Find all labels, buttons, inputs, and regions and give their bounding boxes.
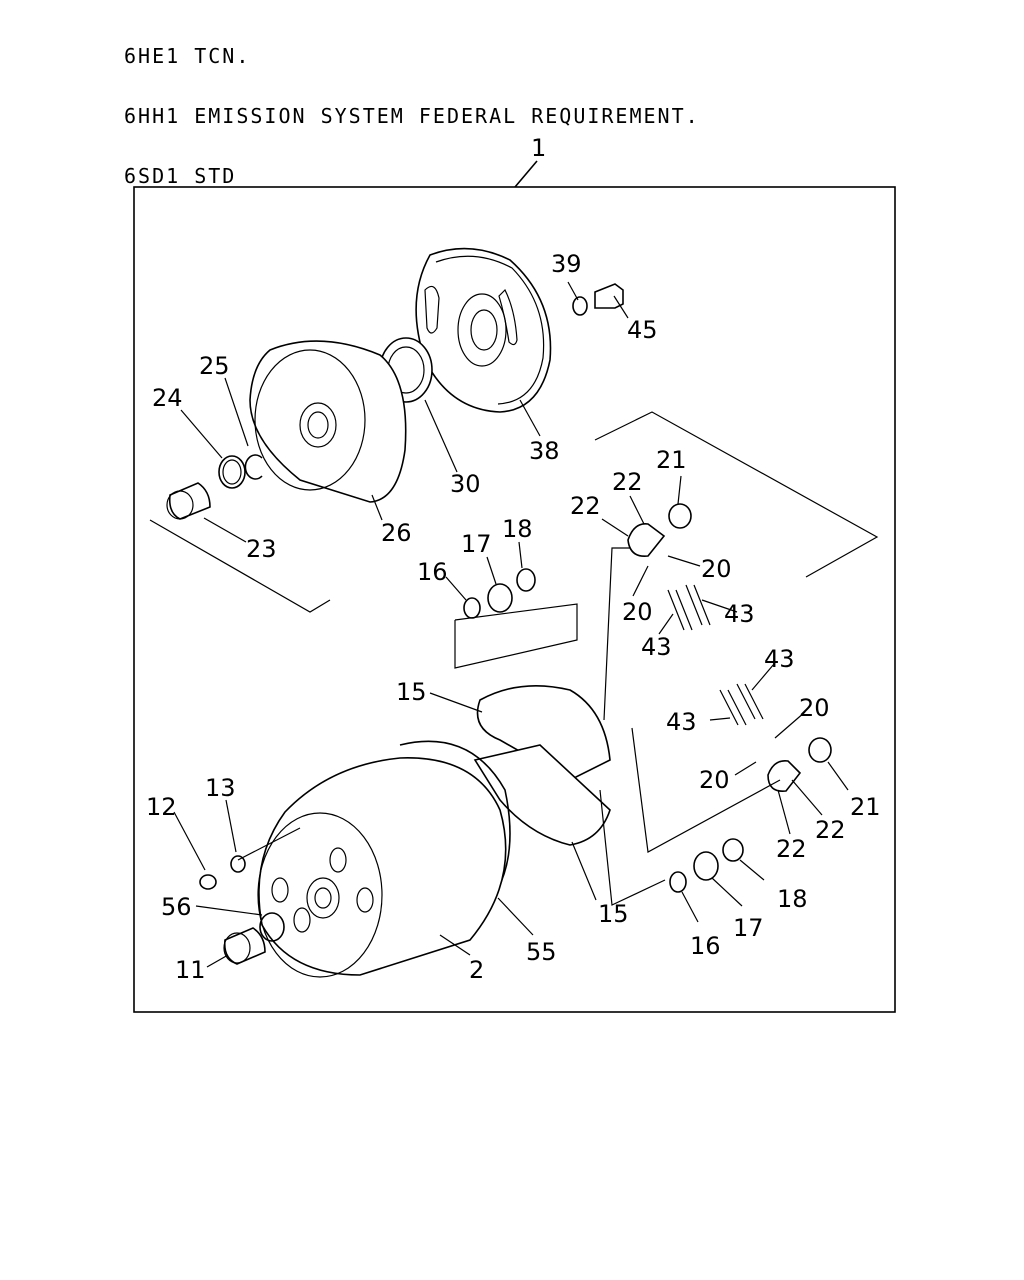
plug-23 (166, 482, 211, 520)
callout-55: 55 (526, 938, 557, 966)
ring-18-upper (516, 568, 536, 592)
callout-38: 38 (529, 437, 560, 465)
callout-15-upper: 15 (396, 678, 427, 706)
group-bracket-clip-lower (631, 727, 781, 853)
callout-20-upper-right: 20 (701, 555, 732, 583)
callout-24: 24 (152, 384, 183, 412)
callout-16-lower: 16 (690, 932, 721, 960)
callout-43-upper-right: 43 (724, 600, 755, 628)
weight-15-upper (476, 685, 611, 781)
callout-39: 39 (551, 250, 582, 278)
callout-20-lower-right: 20 (799, 694, 830, 722)
bolt-45 (594, 283, 624, 309)
group-bracket-16-18 (454, 603, 578, 669)
callout-20-lower-left: 20 (699, 766, 730, 794)
callout-17-lower: 17 (733, 914, 764, 942)
callout-leaders (173, 281, 849, 968)
callout-21-upper: 21 (656, 446, 687, 474)
o-ring-56 (259, 912, 285, 942)
callout-17-upper: 17 (461, 530, 492, 558)
callout-13: 13 (205, 774, 236, 802)
screw-12 (199, 874, 217, 890)
ring-18-lower (722, 838, 744, 862)
callout-22-lower-right: 22 (815, 816, 846, 844)
o-ring-24 (218, 455, 246, 489)
leader-1 (514, 160, 538, 188)
clip-22-lower (767, 759, 802, 792)
header-line-1: 6HE1 TCN. (124, 44, 251, 68)
callout-26: 26 (381, 519, 412, 547)
callout-23: 23 (246, 535, 277, 563)
springs-43-lower (719, 683, 764, 726)
callout-18-lower: 18 (777, 885, 808, 913)
plate-38 (415, 247, 552, 413)
ring-21-upper (668, 503, 692, 529)
group-bracket-upper (594, 411, 879, 578)
callout-1: 1 (531, 134, 546, 162)
sleeve-17-lower (693, 851, 719, 881)
diagram-header: 6HE1 TCN. 6HH1 EMISSION SYSTEM FEDERAL R… (124, 6, 700, 206)
ring-21-lower (808, 737, 832, 763)
callout-22-lower-left: 22 (776, 835, 807, 863)
callout-12: 12 (146, 793, 177, 821)
weight-15-lower (473, 744, 611, 846)
sleeve-17-upper (487, 583, 513, 613)
plug-11 (223, 927, 266, 965)
clip-22-upper (627, 523, 666, 557)
callout-15-lower: 15 (598, 900, 629, 928)
assembly-frame (133, 186, 896, 1013)
callout-2: 2 (469, 956, 484, 984)
springs-43-upper (667, 584, 711, 631)
callout-22-upper-left: 22 (570, 492, 601, 520)
callout-56: 56 (161, 893, 192, 921)
washer-39 (572, 296, 588, 316)
callout-20-upper-left: 20 (622, 598, 653, 626)
callout-16-upper: 16 (417, 558, 448, 586)
bushing-16-lower (669, 871, 687, 893)
callout-43-lower-left: 43 (666, 708, 697, 736)
callout-22-upper-right: 22 (612, 468, 643, 496)
group-bracket-16-18-lower (599, 789, 666, 906)
callout-11: 11 (175, 956, 206, 984)
callout-43-upper-left: 43 (641, 633, 672, 661)
header-line-3: 6SD1 STD (124, 164, 237, 188)
housing-26 (249, 340, 407, 503)
callout-30: 30 (450, 470, 481, 498)
group-bracket-23 (149, 519, 331, 613)
callout-18-upper: 18 (502, 515, 533, 543)
snap-ring-25 (244, 454, 263, 480)
callout-25: 25 (199, 352, 230, 380)
bushing-16-upper (463, 597, 481, 619)
body-2 (257, 757, 507, 978)
washer-13 (230, 855, 246, 873)
callout-45: 45 (627, 316, 658, 344)
guide-13 (237, 827, 301, 861)
group-bracket-clip-upper (603, 547, 630, 721)
o-ring-55 (399, 740, 511, 903)
header-line-2: 6HH1 EMISSION SYSTEM FEDERAL REQUIREMENT… (124, 104, 700, 128)
callout-43-lower-right: 43 (764, 645, 795, 673)
callout-21-lower: 21 (850, 793, 881, 821)
